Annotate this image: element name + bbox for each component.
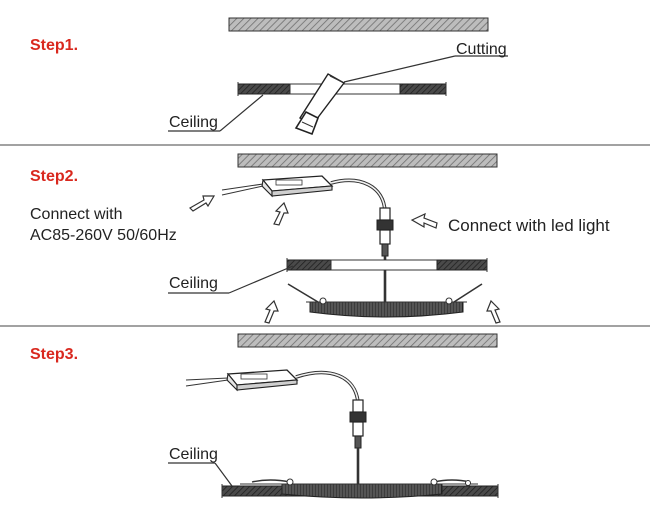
- step3-ceiling-label: Ceiling: [169, 446, 218, 463]
- saw-icon: [294, 73, 346, 136]
- connect-with-label: Connect with: [30, 206, 123, 223]
- step2-ceiling-label: Ceiling: [169, 275, 218, 292]
- input-wires: [221, 183, 264, 196]
- step3-section: Step3.: [30, 333, 499, 499]
- output-cable: [295, 370, 360, 403]
- step3-upper-slab: [237, 333, 498, 348]
- led-driver-icon: [261, 175, 334, 198]
- step3-title: Step3.: [30, 346, 78, 363]
- step1-ceiling-board: [237, 82, 447, 96]
- led-driver-icon: [226, 369, 299, 392]
- led-panel-icon: [287, 283, 483, 318]
- voltage-label: AC85-260V 50/60Hz: [30, 227, 177, 244]
- step1-title: Step1.: [30, 37, 78, 54]
- connector-icon: [349, 399, 367, 449]
- step1-upper-slab: [228, 17, 489, 32]
- cutting-label: Cutting: [456, 41, 507, 58]
- step2-section: Step2.: [30, 153, 610, 324]
- input-wires: [185, 377, 229, 387]
- step1-ceiling-label: Ceiling: [169, 114, 218, 131]
- led-connect-label: Connect with led light: [448, 216, 610, 235]
- step1-section: Step1. Cutting Ceiling: [30, 17, 508, 136]
- output-cable: [330, 178, 387, 213]
- connector-icon: [376, 207, 394, 257]
- installed-led-panel-icon: [240, 478, 478, 499]
- step2-upper-slab: [237, 153, 498, 168]
- cutting-pointer: [343, 55, 456, 83]
- arrow-icon: [189, 195, 501, 324]
- step2-ceiling-board: [286, 258, 488, 272]
- step2-title: Step2.: [30, 168, 78, 185]
